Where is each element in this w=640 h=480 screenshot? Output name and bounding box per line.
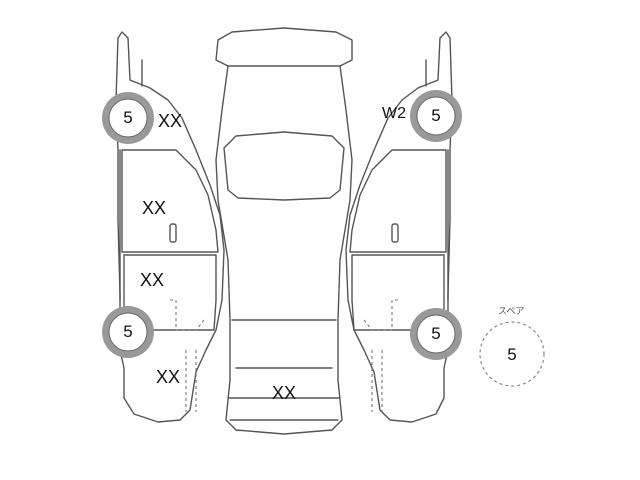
left-side-view [115,31,225,423]
spare-label: スペア [498,306,525,316]
spare-value: 5 [507,345,517,364]
tire-rear-right-value: 5 [431,324,441,343]
tire-front-left-value: 5 [123,108,133,127]
top-view [215,27,353,435]
tire-rear-left [102,306,154,358]
mark-left-front-door: XX [142,198,167,218]
mark-left-rear-quarter: XX [156,367,181,387]
tire-rear-right [410,308,462,360]
tire-front-right [410,90,462,142]
mark-rear-bumper: XX [272,383,297,403]
spare-tire-circle [479,321,545,387]
mark-left-front-fender: XX [158,111,183,131]
mark-left-rear-door: XX [140,270,165,290]
mark-right-front-fender: W2 [382,105,406,122]
tire-front-left [102,92,154,144]
tire-front-right-value: 5 [431,106,441,125]
tire-rear-left-value: 5 [123,322,133,341]
